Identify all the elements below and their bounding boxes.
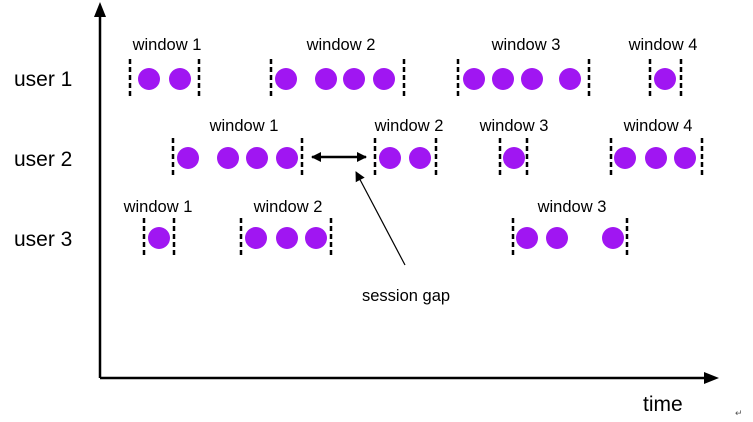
event-dot <box>516 227 538 249</box>
x-axis-arrowhead <box>704 372 719 384</box>
event-dot <box>148 227 170 249</box>
event-dot <box>492 68 514 90</box>
event-dot <box>138 68 160 90</box>
event-dot <box>674 147 696 169</box>
event-dot <box>276 227 298 249</box>
event-dot <box>177 147 199 169</box>
event-dot <box>276 147 298 169</box>
user-2-window-3 <box>498 138 529 178</box>
user-2-window-2 <box>373 138 438 178</box>
user-2-window-2-label: window 2 <box>374 117 444 135</box>
user-2-window-1-label: window 1 <box>209 117 279 135</box>
user-3-window-3 <box>511 218 629 258</box>
event-dot <box>409 147 431 169</box>
event-dot <box>559 68 581 90</box>
event-dot <box>246 147 268 169</box>
event-dot <box>217 147 239 169</box>
user-3-window-1-label: window 1 <box>123 198 193 216</box>
session-gap-label: session gap <box>362 287 450 305</box>
user-1-window-3 <box>456 59 591 99</box>
event-dot <box>379 147 401 169</box>
user-3-window-2-label: window 2 <box>253 198 323 216</box>
event-dot <box>463 68 485 90</box>
y-axis-arrowhead <box>94 2 106 17</box>
user-1-window-1 <box>128 59 201 99</box>
event-windows <box>128 59 704 258</box>
user-2-window-4 <box>609 138 704 178</box>
session-gap-pointer-arrow <box>355 171 406 266</box>
event-dot <box>614 147 636 169</box>
x-axis-label: time <box>643 393 683 416</box>
event-dot <box>602 227 624 249</box>
event-dot <box>546 227 568 249</box>
event-dot <box>315 68 337 90</box>
user-2-window-3-label: window 3 <box>479 117 549 135</box>
event-dot <box>343 68 365 90</box>
user-1-window-2-label: window 2 <box>306 36 376 54</box>
event-dot <box>645 147 667 169</box>
event-dot <box>521 68 543 90</box>
event-dot <box>305 227 327 249</box>
event-dot <box>275 68 297 90</box>
event-dot <box>654 68 676 90</box>
corner-mark: ↵ <box>735 408 743 418</box>
user-3-window-2 <box>239 218 333 258</box>
event-dot <box>503 147 525 169</box>
event-dot <box>373 68 395 90</box>
user-1-label: user 1 <box>14 68 72 91</box>
user-1-window-3-label: window 3 <box>491 36 561 54</box>
user-2-window-4-label: window 4 <box>623 117 693 135</box>
event-dot <box>169 68 191 90</box>
user-1-window-4 <box>648 59 683 99</box>
user-3-label: user 3 <box>14 228 72 251</box>
event-dot <box>245 227 267 249</box>
user-1-window-2 <box>269 59 406 99</box>
user-1-window-4-label: window 4 <box>628 36 698 54</box>
user-3-window-1 <box>142 218 176 258</box>
user-3-window-3-label: window 3 <box>537 198 607 216</box>
user-1-window-1-label: window 1 <box>132 36 202 54</box>
user-2-label: user 2 <box>14 148 72 171</box>
user-2-window-1 <box>171 138 304 178</box>
